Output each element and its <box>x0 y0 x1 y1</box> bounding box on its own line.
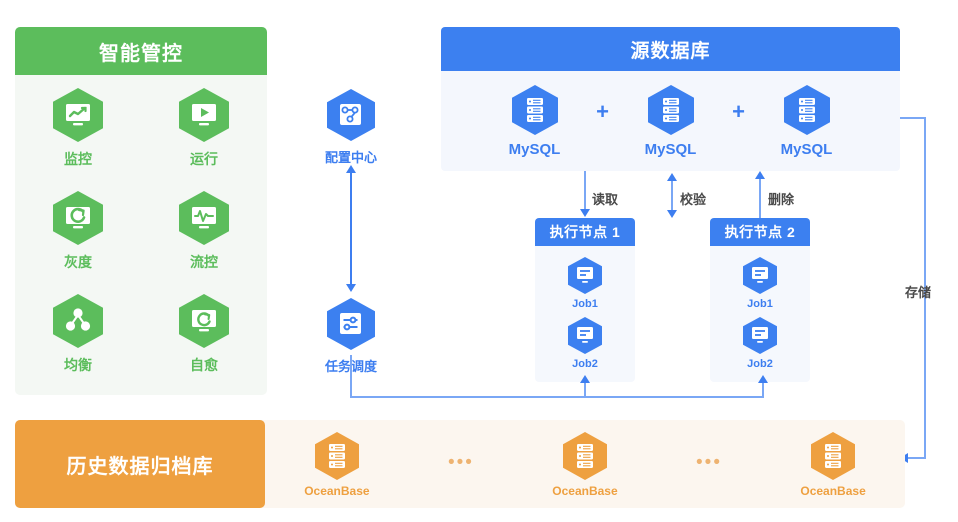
archive-node-label: OceanBase <box>800 483 866 498</box>
archive-node-list: OceanBase ••• <box>265 420 905 508</box>
archive-node-3[interactable]: OceanBase <box>800 431 866 498</box>
smart-item-monitor[interactable]: 监控 <box>15 87 141 190</box>
plus-sign-2: + <box>732 99 745 124</box>
database-icon <box>783 84 831 136</box>
archive-title: 历史数据归档库 <box>15 420 265 508</box>
edge-schedule-down <box>350 355 352 397</box>
job-icon <box>567 316 603 355</box>
edge-store-label: 存储 <box>905 285 932 300</box>
job-label: Job2 <box>747 358 773 370</box>
smart-item-flow-control[interactable]: 流控 <box>141 190 267 293</box>
database-node-mysql-1[interactable]: MySQL <box>480 84 590 158</box>
edge-config-schedule-arrow-down <box>346 284 356 292</box>
smart-item-run[interactable]: 运行 <box>141 87 267 190</box>
job-node[interactable]: Job2 <box>710 316 810 370</box>
smart-item-label: 监控 <box>64 151 92 167</box>
job-node[interactable]: Job1 <box>535 256 635 310</box>
exec-node-1-title: 执行节点 1 <box>535 218 635 246</box>
smart-control-title: 智能管控 <box>15 27 267 75</box>
monitor-pulse-icon <box>178 190 230 246</box>
edge-read-arrow <box>580 209 590 217</box>
smart-item-self-healing[interactable]: 自愈 <box>141 293 267 396</box>
archive-panel: 历史数据归档库 <box>15 420 905 508</box>
monitor-sync-icon <box>178 293 230 349</box>
exec-node-2-title: 执行节点 2 <box>710 218 810 246</box>
database-label: MySQL <box>508 141 561 158</box>
source-database-list: MySQL + <box>441 71 900 171</box>
source-database-title: 源数据库 <box>441 27 900 71</box>
edge-verify-line <box>671 180 673 212</box>
edge-delete-arrow <box>755 171 765 179</box>
edge-verify-arrow-up <box>667 173 677 181</box>
edge-config-schedule <box>350 172 352 284</box>
plus-sign-1: + <box>596 99 609 124</box>
edge-read-line <box>584 171 586 211</box>
monitor-chart-icon <box>52 87 104 143</box>
database-icon <box>314 431 360 481</box>
job-label: Job2 <box>572 358 598 370</box>
edge-store-top <box>900 117 926 119</box>
edge-delete-line <box>759 178 761 218</box>
job-node[interactable]: Job2 <box>535 316 635 370</box>
edge-read-label: 读取 <box>592 192 619 207</box>
smart-item-label: 运行 <box>190 151 218 167</box>
database-icon <box>810 431 856 481</box>
database-icon <box>562 431 608 481</box>
edge-schedule-to-exec2 <box>762 382 764 397</box>
monitor-refresh-icon <box>52 190 104 246</box>
archive-ellipsis-1: ••• <box>447 451 474 473</box>
job-icon <box>567 256 603 295</box>
smart-control-panel: 智能管控 监控 <box>15 27 267 395</box>
config-center-icon <box>326 88 376 142</box>
archive-node-label: OceanBase <box>304 483 370 498</box>
smart-item-label: 自愈 <box>190 357 218 373</box>
exec-node-2-jobs: Job1 Job2 <box>710 250 810 370</box>
edge-delete-label: 删除 <box>768 192 795 207</box>
edge-schedule-bus <box>350 396 764 398</box>
database-icon <box>511 84 559 136</box>
database-node-mysql-2[interactable]: MySQL <box>616 84 726 158</box>
config-center-node[interactable]: 配置中心 <box>318 88 384 166</box>
smart-item-label: 均衡 <box>64 357 92 373</box>
archive-node-2[interactable]: OceanBase <box>552 431 618 498</box>
edge-schedule-exec1-arrow <box>580 375 590 383</box>
config-center-label: 配置中心 <box>324 150 377 165</box>
edge-schedule-exec2-arrow <box>758 375 768 383</box>
smart-item-grayscale[interactable]: 灰度 <box>15 190 141 293</box>
edge-store-bottom <box>908 457 926 459</box>
database-label: MySQL <box>644 141 697 158</box>
source-database-panel: 源数据库 <box>441 27 900 171</box>
job-icon <box>742 256 778 295</box>
edge-verify-arrow-down <box>667 210 677 218</box>
smart-item-label: 流控 <box>190 254 218 270</box>
job-icon <box>742 316 778 355</box>
smart-control-icon-grid: 监控 运行 <box>15 87 267 396</box>
edge-store-rail <box>924 117 926 458</box>
smart-item-balance[interactable]: 均衡 <box>15 293 141 396</box>
smart-item-label: 灰度 <box>64 254 92 270</box>
job-label: Job1 <box>572 298 598 310</box>
edge-config-schedule-arrow-up <box>346 165 356 173</box>
database-label: MySQL <box>780 141 833 158</box>
edge-verify-label: 校验 <box>680 192 707 207</box>
database-icon <box>647 84 695 136</box>
job-label: Job1 <box>747 298 773 310</box>
task-schedule-icon <box>326 297 376 351</box>
database-node-mysql-3[interactable]: MySQL <box>752 84 862 158</box>
task-schedule-node[interactable]: 任务调度 <box>318 297 384 375</box>
archive-ellipsis-2: ••• <box>696 451 722 473</box>
edge-schedule-to-exec1 <box>584 382 586 397</box>
archive-node-1[interactable]: OceanBase <box>304 431 370 498</box>
job-node[interactable]: Job1 <box>710 256 810 310</box>
node-cluster-icon <box>52 293 104 349</box>
exec-node-1-jobs: Job1 Job2 <box>535 250 635 370</box>
archive-node-label: OceanBase <box>552 483 618 498</box>
monitor-play-icon <box>178 87 230 143</box>
